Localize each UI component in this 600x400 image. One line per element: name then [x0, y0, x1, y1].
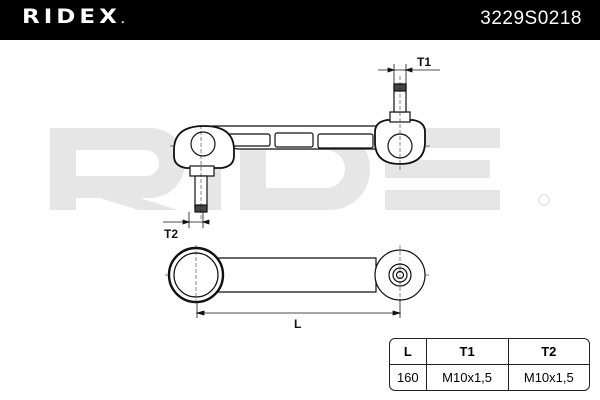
- value-t2: M10x1,5: [523, 370, 574, 385]
- value-t1: M10x1,5: [427, 365, 509, 390]
- ridex-logo: RIDEX: [22, 6, 125, 28]
- table-header-row: L T1 T2: [390, 339, 589, 365]
- part-number: 3229S0218: [480, 8, 582, 29]
- header-t1: T1: [426, 339, 509, 365]
- technical-drawing: T1 T2 L: [50, 55, 550, 331]
- table-row: 160 M10x1,5 M10x1,5: [390, 365, 589, 390]
- length-label: L: [294, 317, 301, 331]
- header-bar: RIDEX 3229S0218: [0, 0, 600, 40]
- t1-label: T1: [417, 55, 431, 69]
- top-view: [165, 245, 430, 304]
- value-l: 160: [390, 365, 427, 390]
- header-t2: T2: [508, 339, 589, 365]
- t2-label: T2: [164, 227, 178, 241]
- spec-table: L T1 T2 160 M10x1,5 M10x1,5: [389, 338, 590, 391]
- dimension-lines: [163, 64, 440, 318]
- header-l: L: [390, 339, 427, 365]
- side-view: [170, 76, 430, 220]
